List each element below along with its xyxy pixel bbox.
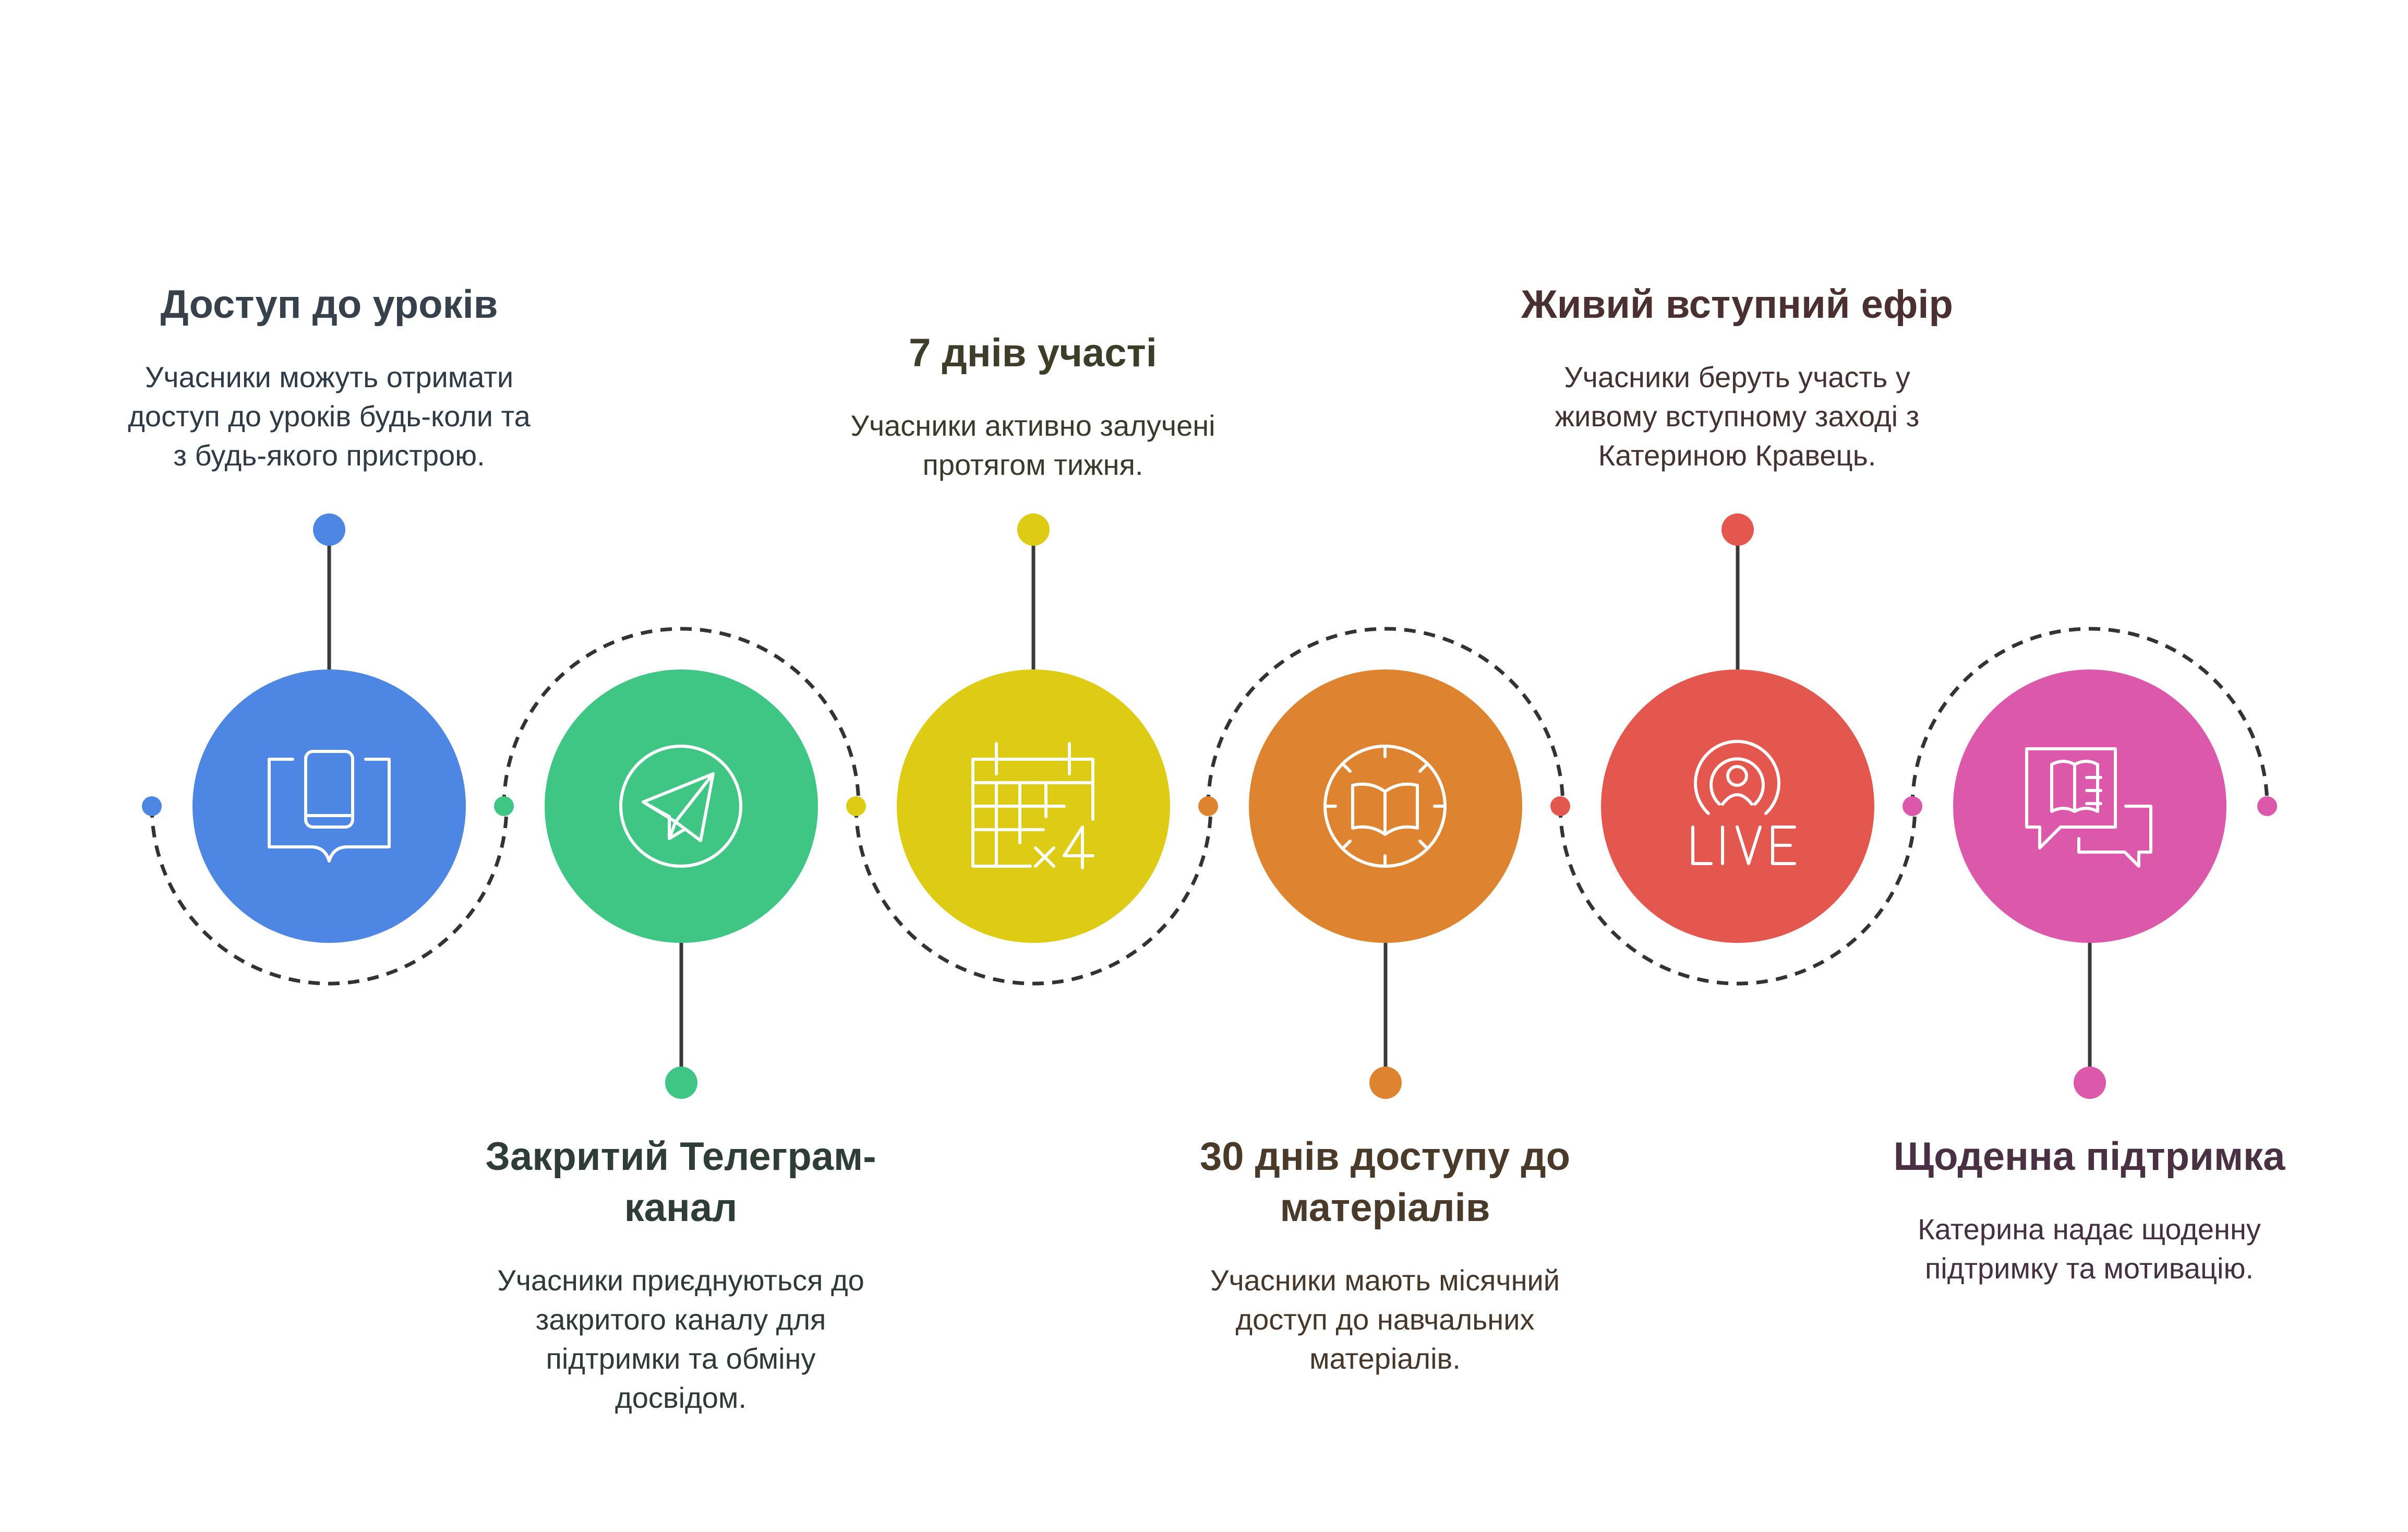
step-6-description: Катерина надає щоденну підтримку та моти…	[1918, 1213, 2261, 1285]
step-circle-1	[192, 669, 466, 943]
dashed-arc-1	[150, 806, 509, 986]
path-dot-end	[2257, 796, 2277, 816]
telegram-icon	[619, 745, 742, 868]
step-4-description: Учасники мають місячний доступ до навчал…	[1210, 1264, 1560, 1375]
path-dot-1	[142, 796, 162, 816]
path-dot-4	[1198, 796, 1218, 816]
step-circles	[192, 669, 2226, 943]
live-icon	[1691, 739, 1796, 865]
dashed-arc-2	[502, 627, 861, 807]
dashed-path	[150, 627, 2269, 986]
step-5-text: Живий вступний ефір Учасники беруть учас…	[1476, 279, 1998, 475]
path-dot-2	[494, 796, 514, 816]
step-6-title: Щоденна підтримка	[1893, 1134, 2285, 1179]
step-2-title: Закритий Телеграм- канал	[485, 1134, 876, 1230]
dashed-arc-6	[1910, 627, 2269, 807]
step-circle-2	[545, 669, 818, 943]
connector-stems	[313, 513, 2106, 1099]
step-3-text: 7 днів участі Учасники активно залучені …	[772, 328, 1294, 484]
step-2-description: Учасники приєднуються до закритого канал…	[497, 1264, 864, 1414]
step-2-text: Закритий Телеграм- канал Учасники приєдн…	[420, 1131, 942, 1417]
step-3-title: 7 днів участі	[909, 331, 1157, 375]
step-1-title: Доступ до уроків	[160, 282, 498, 327]
step-4-title: 30 днів доступу до матеріалів	[1199, 1134, 1570, 1230]
path-dot-5	[1550, 796, 1570, 816]
path-dot-3	[846, 796, 866, 816]
dashed-arc-3	[854, 806, 1213, 986]
chat-icon	[2025, 747, 2152, 868]
step-circle-5	[1601, 669, 1874, 943]
dashed-arc-5	[1558, 806, 1917, 986]
calendar-icon	[971, 742, 1094, 869]
step-4-text: 30 днів доступу до матеріалів Учасники м…	[1124, 1131, 1646, 1378]
book-clock-icon	[1323, 745, 1447, 868]
step-1-text: Доступ до уроків Учасники можуть отримат…	[68, 279, 590, 475]
stem-dot-5	[1721, 513, 1754, 546]
step-3-description: Учасники активно залучені протягом тижня…	[850, 409, 1215, 481]
stem-dot-6	[2074, 1067, 2106, 1099]
dashed-arc-4	[1206, 627, 1565, 807]
step-icons	[268, 739, 2152, 869]
step-circle-6	[1953, 669, 2226, 943]
stem-dot-4	[1369, 1067, 1402, 1099]
step-5-title: Живий вступний ефір	[1521, 282, 1953, 327]
path-dots	[142, 796, 2277, 816]
step-6-text: Щоденна підтримка Катерина надає щоденну…	[1828, 1131, 2350, 1288]
book-phone-icon	[268, 750, 391, 863]
step-5-description: Учасники беруть участь у живому вступном…	[1555, 361, 1920, 472]
path-dot-6	[1903, 796, 1922, 816]
stem-dot-2	[665, 1067, 697, 1099]
stem-dot-3	[1017, 513, 1050, 546]
step-1-description: Учасники можуть отримати доступ до урокі…	[128, 361, 531, 472]
stem-dot-1	[313, 513, 345, 546]
